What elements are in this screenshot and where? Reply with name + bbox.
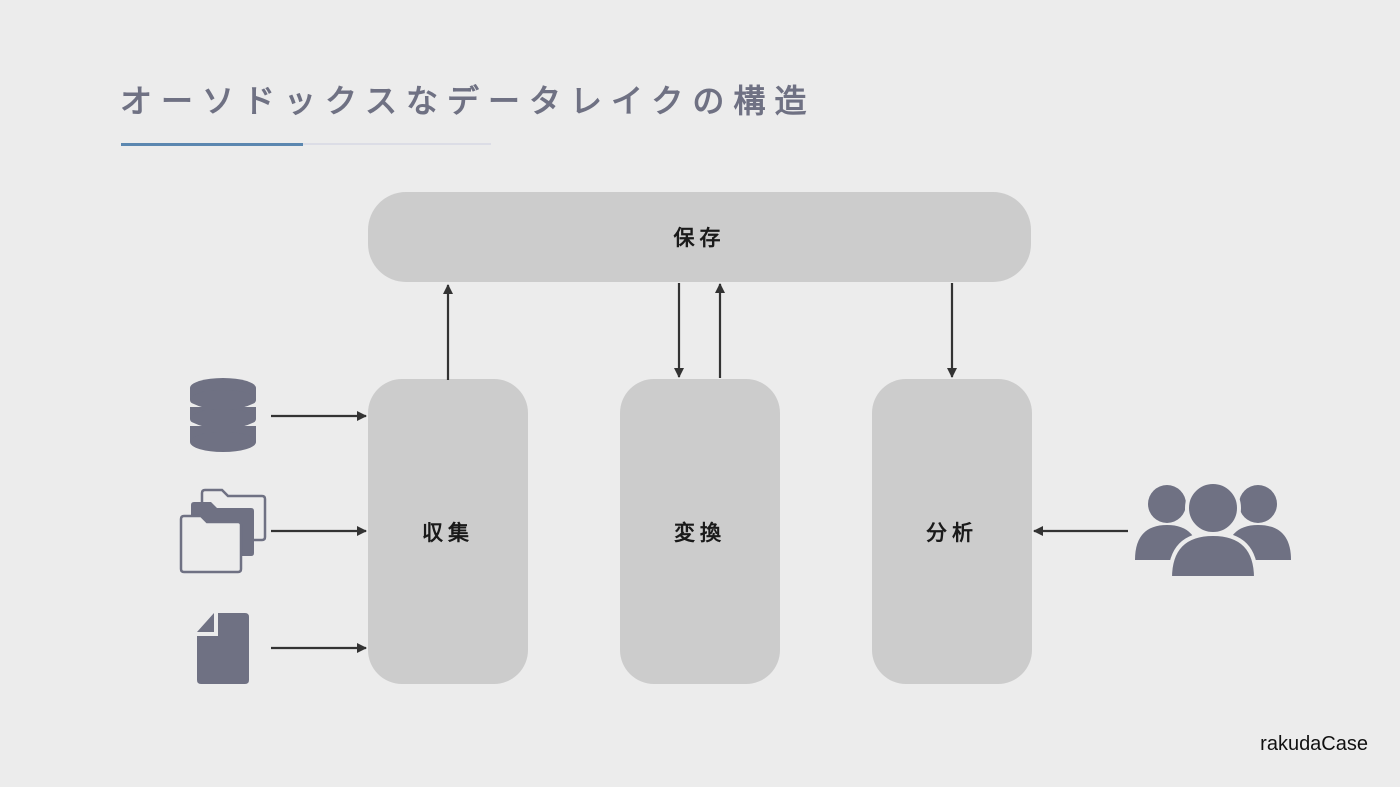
- transform-node: 変換: [620, 379, 780, 684]
- collect-node: 収集: [368, 379, 528, 684]
- page-title: オーソドックスなデータレイクの構造: [120, 82, 816, 120]
- file-icon: [197, 613, 249, 684]
- users-group-icon: [1135, 480, 1291, 580]
- analyze-node: 分析: [872, 379, 1032, 684]
- collect-label: 収集: [422, 520, 474, 545]
- storage-label: 保存: [673, 226, 726, 250]
- database-icon: [189, 378, 257, 452]
- watermark: rakudaCase: [1260, 733, 1368, 755]
- folders-icon: [179, 488, 267, 574]
- analyze-label: 分析: [926, 520, 978, 545]
- storage-node: 保存: [368, 192, 1031, 282]
- transform-label: 変換: [674, 520, 726, 545]
- title-underline: [121, 143, 491, 145]
- title-underline-accent: [121, 143, 303, 146]
